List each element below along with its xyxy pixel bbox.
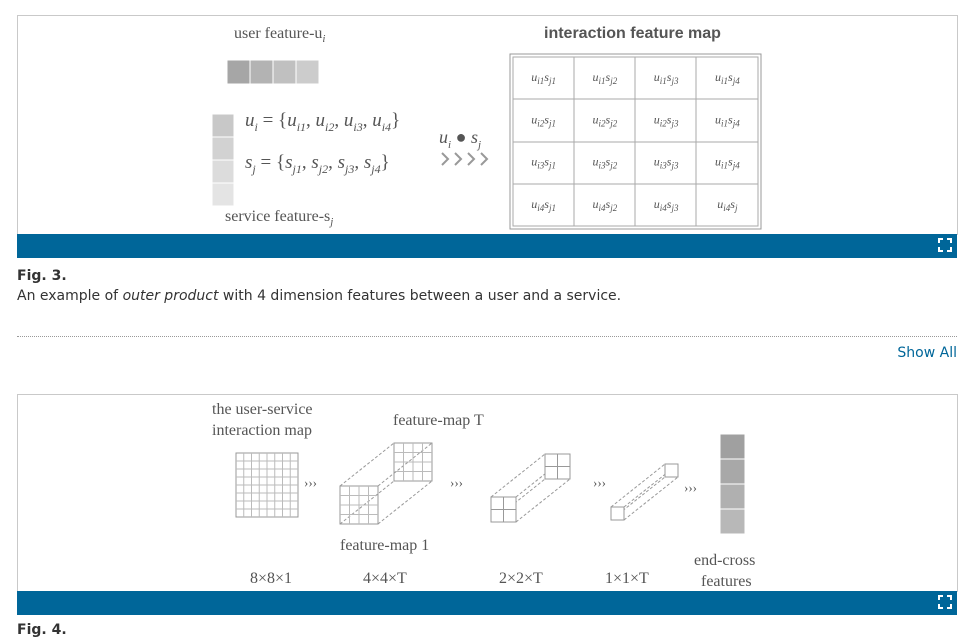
interaction-map-8x8 [235, 452, 299, 518]
cnn-pipeline-diagram: the user-service interaction map feature… [212, 401, 755, 590]
feature-map-2x2 [490, 453, 571, 523]
feature-map-t-label: feature-map T [393, 412, 484, 429]
service-feature-vector [211, 113, 235, 207]
arrow-1: ››› [304, 475, 317, 490]
grid-cell: ui3sj3 [654, 155, 679, 171]
interaction-map-title: interaction feature map [544, 25, 721, 42]
chevron-arrows-icon [441, 152, 489, 166]
grid-cell: ui2sj3 [654, 112, 679, 128]
grid-cell: ui4sj1 [531, 197, 556, 213]
grid-cell: ui2sj2 [593, 112, 618, 128]
figure-3-image[interactable]: user feature-ui ui = {ui1, ui2, ui3, ui4… [17, 15, 958, 235]
grid-cell: ui4sj [717, 197, 738, 213]
figure-3-caption: An example of outer product with 4 dimen… [17, 288, 622, 304]
figure-4-toolbar [17, 591, 957, 615]
figure-3-toolbar [17, 234, 957, 258]
outer-product-diagram: user feature-ui ui = {ui1, ui2, ui3, ui4… [211, 25, 762, 230]
grid-cell: ui1sj4 [715, 70, 740, 86]
end-cross-features-vector [719, 433, 746, 535]
dim-label: 4×4×T [363, 570, 407, 587]
grid-cell: ui4sj3 [654, 197, 679, 213]
service-feature-label: service feature-sj [225, 208, 333, 228]
divider [17, 336, 957, 337]
feature-map-4x4 [339, 442, 433, 525]
arrow-3: ››› [593, 475, 606, 490]
end-cross-label-line1: end-cross [694, 552, 755, 569]
dim-label: 2×2×T [499, 570, 543, 587]
user-feature-vector [226, 59, 320, 85]
feature-map-1-label: feature-map 1 [340, 537, 429, 554]
grid-cell: ui3sj1 [531, 155, 556, 171]
grid-cell: ui1sj1 [531, 70, 556, 86]
feature-map-1x1 [610, 463, 679, 521]
grid-cell: ui1sj4 [715, 112, 740, 128]
grid-cell: ui4sj2 [593, 197, 618, 213]
expand-icon[interactable] [938, 238, 952, 252]
grid-cell: ui3sj2 [593, 155, 618, 171]
grid-cell: ui1sj3 [654, 70, 679, 86]
grid-cell: ui2sj1 [531, 112, 556, 128]
outer-product-operator: ui ● sj [439, 127, 481, 151]
show-all-link[interactable]: Show All [897, 345, 957, 361]
interaction-map-label-line2: interaction map [212, 422, 312, 439]
dim-label: 8×8×1 [250, 570, 292, 587]
expand-icon[interactable] [938, 595, 952, 609]
figure-4-label: Fig. 4. [17, 622, 67, 638]
sj-equation: sj = {sj1, sj2, sj3, sj4} [245, 152, 390, 176]
arrow-2: ››› [450, 475, 463, 490]
figure-4-image[interactable]: the user-service interaction map feature… [17, 394, 958, 592]
interaction-feature-map-grid [509, 53, 762, 230]
interaction-map-label-line1: the user-service [212, 401, 313, 418]
end-cross-label-line2: features [701, 573, 752, 590]
dim-label: 1×1×T [605, 570, 649, 587]
user-feature-label: user feature-ui [234, 25, 325, 45]
ui-equation: ui = {ui1, ui2, ui3, ui4} [245, 110, 400, 134]
figure-3-label: Fig. 3. [17, 268, 67, 284]
grid-cell: ui1sj4 [715, 155, 740, 171]
arrow-4: ››› [684, 480, 697, 495]
grid-cell: ui1sj2 [593, 70, 618, 86]
